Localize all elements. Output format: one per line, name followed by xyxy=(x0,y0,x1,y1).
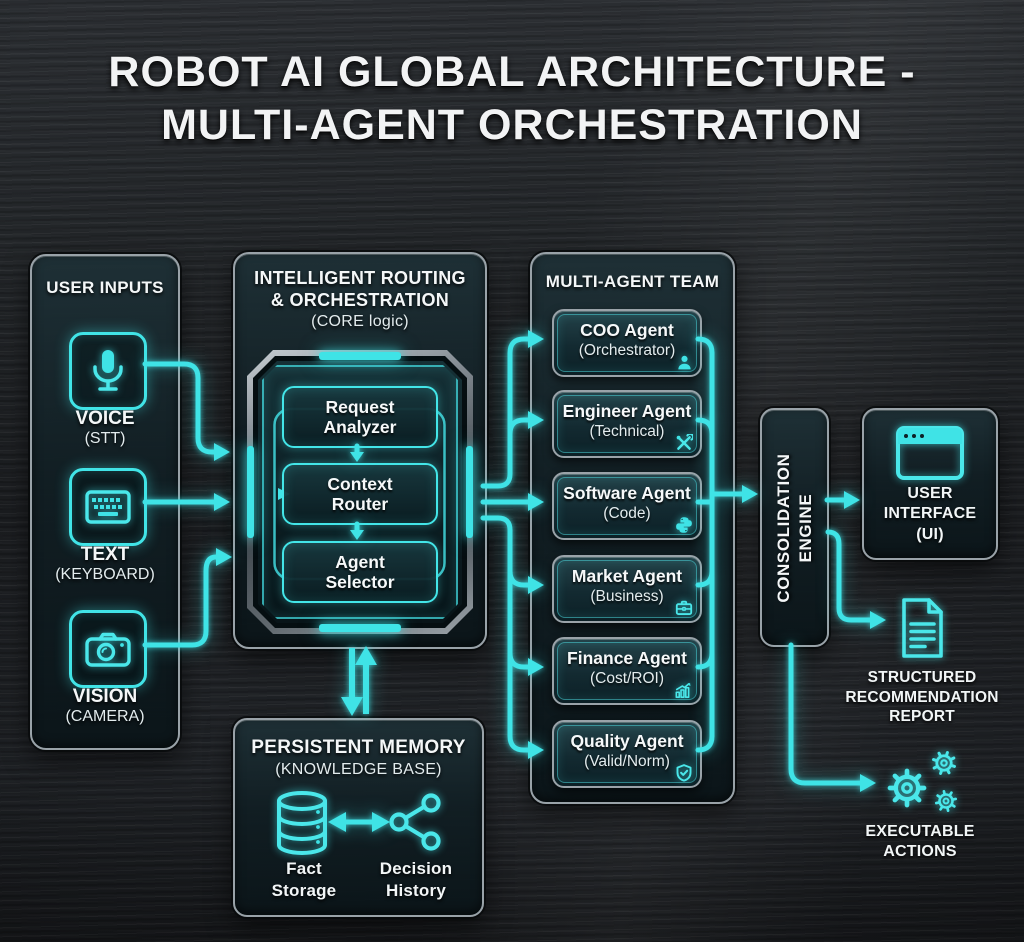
agent-name: Software Agent xyxy=(563,483,691,503)
fact-storage-label: Fact Storage xyxy=(249,858,359,901)
core-routing-panel: INTELLIGENT ROUTING & ORCHESTRATION (COR… xyxy=(233,252,487,649)
actions-label: EXECUTABLE ACTIONS xyxy=(840,822,1000,863)
agent-finance: Finance Agent (Cost/ROI) xyxy=(552,637,702,705)
module-agent-selector: Agent Selector xyxy=(282,541,438,603)
vision-input-tile xyxy=(69,610,147,688)
user-interface-box: USER INTERFACE (UI) xyxy=(862,408,998,560)
shield-check-icon xyxy=(676,764,692,782)
consolidation-engine-label: CONSOLIDATION ENGINE xyxy=(772,418,816,638)
text-input-tile xyxy=(69,468,147,546)
report-label-line1: STRUCTURED xyxy=(867,669,977,686)
page-title-line1: ROBOT AI GLOBAL ARCHITECTURE - xyxy=(108,48,916,96)
memory-header: PERSISTENT MEMORY xyxy=(251,737,466,758)
module-label-line2: Selector xyxy=(325,572,395,592)
fact-storage-line2: Storage xyxy=(271,880,337,900)
text-label: TEXT xyxy=(80,544,130,565)
user-inputs-header: USER INPUTS xyxy=(46,278,164,297)
ui-label-line2: INTERFACE xyxy=(883,505,977,523)
text-sub: (KEYBOARD) xyxy=(55,566,155,583)
flow-core-memory-bidirectional xyxy=(341,646,377,716)
vision-label: VISION xyxy=(72,686,138,707)
briefcase-icon xyxy=(675,600,693,615)
core-header-line3: (CORE logic) xyxy=(311,313,409,330)
actions-label-line1: EXECUTABLE xyxy=(865,823,975,840)
consolidation-line1: CONSOLIDATION xyxy=(773,453,793,603)
voice-input-tile xyxy=(69,332,147,410)
core-chip: Request Analyzer Context Router Agent Se… xyxy=(247,350,473,634)
ui-label: USER INTERFACE (UI) xyxy=(864,484,996,545)
agent-name: Quality Agent xyxy=(570,731,684,751)
actions-label-line2: ACTIONS xyxy=(883,843,957,861)
vision-sub: (CAMERA) xyxy=(65,708,145,725)
database-icon xyxy=(277,791,327,855)
keyboard-icon xyxy=(85,490,131,524)
module-label-line2: Router xyxy=(331,494,389,514)
persistent-memory-panel: PERSISTENT MEMORY (KNOWLEDGE BASE) Fact … xyxy=(233,718,484,917)
ui-label-line3: (UI) xyxy=(916,525,944,543)
document-icon xyxy=(902,598,943,658)
microphone-icon xyxy=(93,350,123,391)
multi-agent-panel: MULTI-AGENT TEAM COO Agent (Orchestrator… xyxy=(530,252,735,804)
agent-market: Market Agent (Business) xyxy=(552,555,702,623)
agent-quality: Quality Agent (Valid/Norm) xyxy=(552,720,702,788)
agent-name: COO Agent xyxy=(580,320,674,340)
module-label-line1: Request xyxy=(325,396,395,417)
consolidation-engine: CONSOLIDATION ENGINE xyxy=(760,408,829,647)
decision-history-label: Decision History xyxy=(361,858,471,901)
keyboard-keys xyxy=(92,498,122,516)
agent-coo: COO Agent (Orchestrator) xyxy=(552,309,702,377)
report-label-line3: REPORT xyxy=(889,708,955,726)
module-label-line1: Agent xyxy=(335,551,385,572)
decision-history-line2: History xyxy=(386,880,446,900)
agent-engineer: Engineer Agent (Technical) xyxy=(552,390,702,458)
browser-window-icon xyxy=(896,426,964,480)
page-title-line2: MULTI-AGENT ORCHESTRATION xyxy=(161,101,863,150)
multi-agent-header: MULTI-AGENT TEAM xyxy=(545,272,720,291)
page-title: ROBOT AI GLOBAL ARCHITECTURE - MULTI-AGE… xyxy=(0,46,1024,153)
voice-label: VOICE xyxy=(75,408,135,429)
report-label: STRUCTURED RECOMMENDATION REPORT xyxy=(832,668,1012,727)
person-icon xyxy=(678,355,691,370)
core-header-line2: & ORCHESTRATION xyxy=(270,290,450,310)
agent-software: Software Agent (Code) xyxy=(552,472,702,540)
tools-icon xyxy=(676,434,693,450)
python-icon xyxy=(676,517,692,533)
module-label-line1: Context xyxy=(327,473,393,494)
share-network-icon xyxy=(389,793,441,851)
camera-icon xyxy=(85,632,131,667)
module-request-analyzer: Request Analyzer xyxy=(282,386,438,448)
decision-history-line1: Decision xyxy=(379,859,453,878)
ui-label-line1: USER xyxy=(907,485,953,502)
agent-name: Finance Agent xyxy=(567,648,687,668)
core-header-line1: INTELLIGENT ROUTING xyxy=(254,268,466,288)
chart-icon xyxy=(675,682,691,698)
report-label-line2: RECOMMENDATION xyxy=(845,688,999,706)
fact-storage-line1: Fact xyxy=(286,859,322,878)
module-context-router: Context Router xyxy=(282,463,438,525)
consolidation-line2: ENGINE xyxy=(795,493,815,562)
user-inputs-panel: USER INPUTS VOICE (STT) TEXT (KEYBOARD) xyxy=(30,254,180,750)
gears-icon xyxy=(887,751,958,813)
flow-consolidation-to-ui xyxy=(824,491,860,509)
agent-name: Market Agent xyxy=(571,566,683,586)
voice-sub: (STT) xyxy=(84,430,126,447)
memory-sub: (KNOWLEDGE BASE) xyxy=(275,761,442,778)
agent-name: Engineer Agent xyxy=(562,401,692,421)
module-label-line2: Analyzer xyxy=(323,417,397,437)
